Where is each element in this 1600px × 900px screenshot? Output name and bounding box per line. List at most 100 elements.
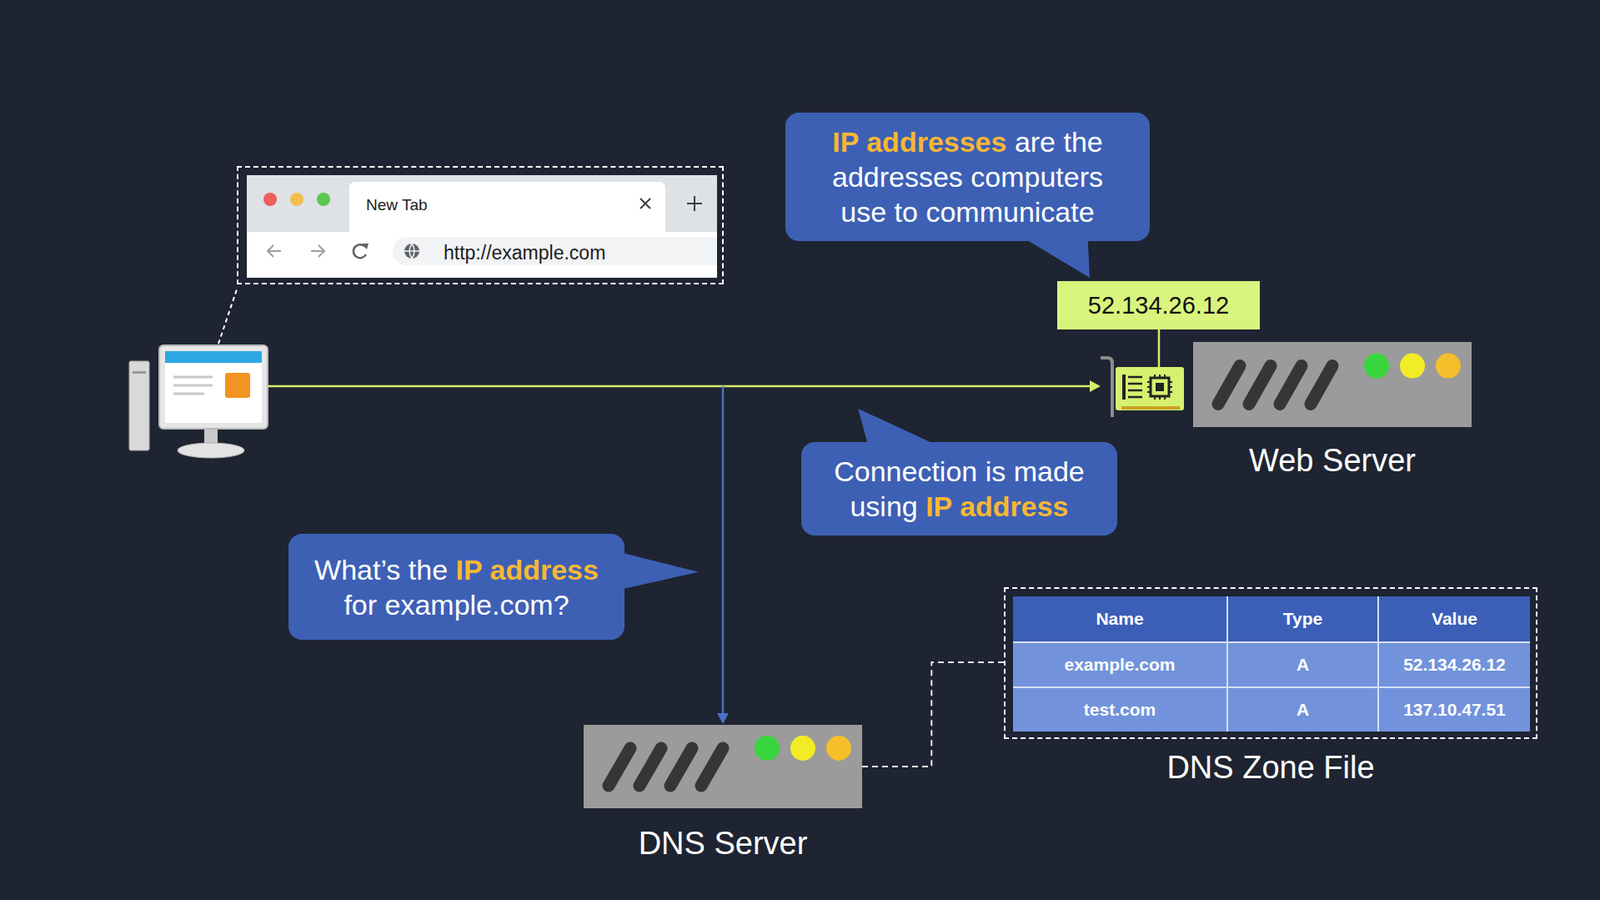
screen (165, 351, 262, 423)
tab (349, 181, 666, 232)
tab-bar (246, 175, 718, 232)
new-tab-icon (687, 195, 703, 211)
bubble-body (801, 441, 1118, 536)
ip-address-text: 52.134.26.12 (1088, 291, 1229, 320)
table-cell: A (1226, 686, 1378, 732)
bubble-tail (857, 408, 934, 444)
callout-bubble: Connection is made using IP address (801, 441, 1118, 536)
arrowhead (1089, 380, 1101, 392)
card-contacts (1121, 406, 1180, 410)
vent-slash (1248, 366, 1271, 405)
callout-text: What’s the IP address for example.com? (298, 551, 615, 622)
chip-core (1155, 382, 1164, 392)
status-light (826, 735, 852, 761)
screen-line (173, 392, 205, 396)
table-cell: A (1226, 641, 1378, 687)
callout-text: Connection is made using IP address (821, 453, 1098, 524)
close-icon (640, 198, 651, 209)
status-light (1364, 353, 1390, 379)
highlight-phrase: IP address (925, 490, 1069, 522)
monitor-base (177, 442, 245, 458)
ip-address-tag: 52.134.26.12 (1057, 280, 1260, 330)
chip-pins (1147, 374, 1173, 400)
status-light (1435, 353, 1461, 379)
card-bracket (1100, 357, 1113, 417)
back-icon (267, 245, 281, 257)
screen-bar (165, 351, 262, 363)
table-header-cell: Value (1377, 596, 1530, 642)
highlight-phrase: IP address (456, 553, 599, 586)
leader-line (218, 286, 238, 344)
card-line (1128, 389, 1143, 392)
card-board (1115, 366, 1184, 411)
server-face (1193, 341, 1472, 427)
address-field (392, 236, 718, 266)
tab-title: New Tab (366, 195, 428, 216)
dns-server: DNS Server (583, 724, 863, 808)
zone-table: NameTypeValue example.comA52.134.26.12 tes… (1013, 596, 1530, 732)
card-line (1128, 396, 1143, 399)
callout-phrase: for example.com? (343, 588, 569, 621)
table-cell: 52.134.26.12 (1377, 641, 1530, 687)
reload-head (361, 243, 369, 250)
highlight-phrase: IP addresses (832, 125, 1007, 158)
globe-lines (404, 243, 420, 259)
vent-slash (1310, 366, 1333, 405)
server-face (583, 724, 863, 808)
leader-line (1158, 329, 1161, 367)
bubble-body (288, 533, 625, 640)
table-cell: test.com (1013, 686, 1227, 732)
vent-slash (639, 747, 662, 786)
table-header-cell: Name (1013, 596, 1227, 642)
computer-icon (129, 345, 268, 458)
connection-line (267, 385, 1093, 388)
screen-line (173, 376, 213, 379)
callout-shape (288, 533, 625, 640)
browser-window: New Tab http://example.com (236, 165, 724, 285)
table-cell: 137.10.47.51 (1377, 686, 1530, 732)
vent-slash (701, 747, 723, 786)
drive-slot (132, 371, 146, 374)
callout-bubble: What’s the IP address for example.com? (288, 533, 625, 640)
screen-square (225, 372, 251, 398)
arrowhead (717, 712, 729, 724)
server-label: Web Server (1248, 441, 1416, 479)
window-dot (316, 192, 331, 206)
monitor (159, 345, 268, 429)
card-line (1128, 376, 1143, 379)
callout-bubble: IP addresses are the addresses computers… (785, 112, 1150, 241)
zone-file-box: NameTypeValue example.comA52.134.26.12 tes… (1003, 586, 1538, 739)
card-line (1128, 382, 1143, 386)
globe-icon (404, 243, 420, 259)
bubble-tail (622, 552, 699, 589)
vent-slash (1218, 366, 1240, 405)
server-label: DNS Server (638, 824, 808, 862)
window-dot (290, 192, 304, 206)
vent-slash (608, 747, 631, 786)
reload-icon (353, 244, 367, 258)
zone-file-title: DNS Zone File (1166, 748, 1375, 786)
status-light (1399, 353, 1425, 379)
url-text: http://example.com (443, 240, 606, 265)
web-server: Web Server (1193, 341, 1472, 427)
query-line (722, 386, 725, 716)
vent-slash (1279, 366, 1302, 405)
dashed-connector (862, 662, 1004, 767)
status-light (790, 735, 816, 761)
table-header-cell: Type (1226, 596, 1378, 642)
callout-phrase: What’s the (314, 553, 448, 586)
window-dot (263, 192, 277, 206)
callout-text: IP addresses are the addresses computers… (817, 124, 1119, 230)
status-light (754, 735, 780, 761)
browser-chrome (246, 175, 718, 278)
vent-slash (670, 747, 693, 786)
network-card (1100, 357, 1184, 417)
tower (129, 361, 150, 451)
chip (1150, 377, 1169, 397)
browser-body (246, 175, 718, 278)
card-bar (1122, 374, 1126, 400)
table-cell: example.com (1013, 641, 1227, 687)
bubble-tail (1025, 239, 1089, 278)
bubble-body (785, 112, 1150, 241)
